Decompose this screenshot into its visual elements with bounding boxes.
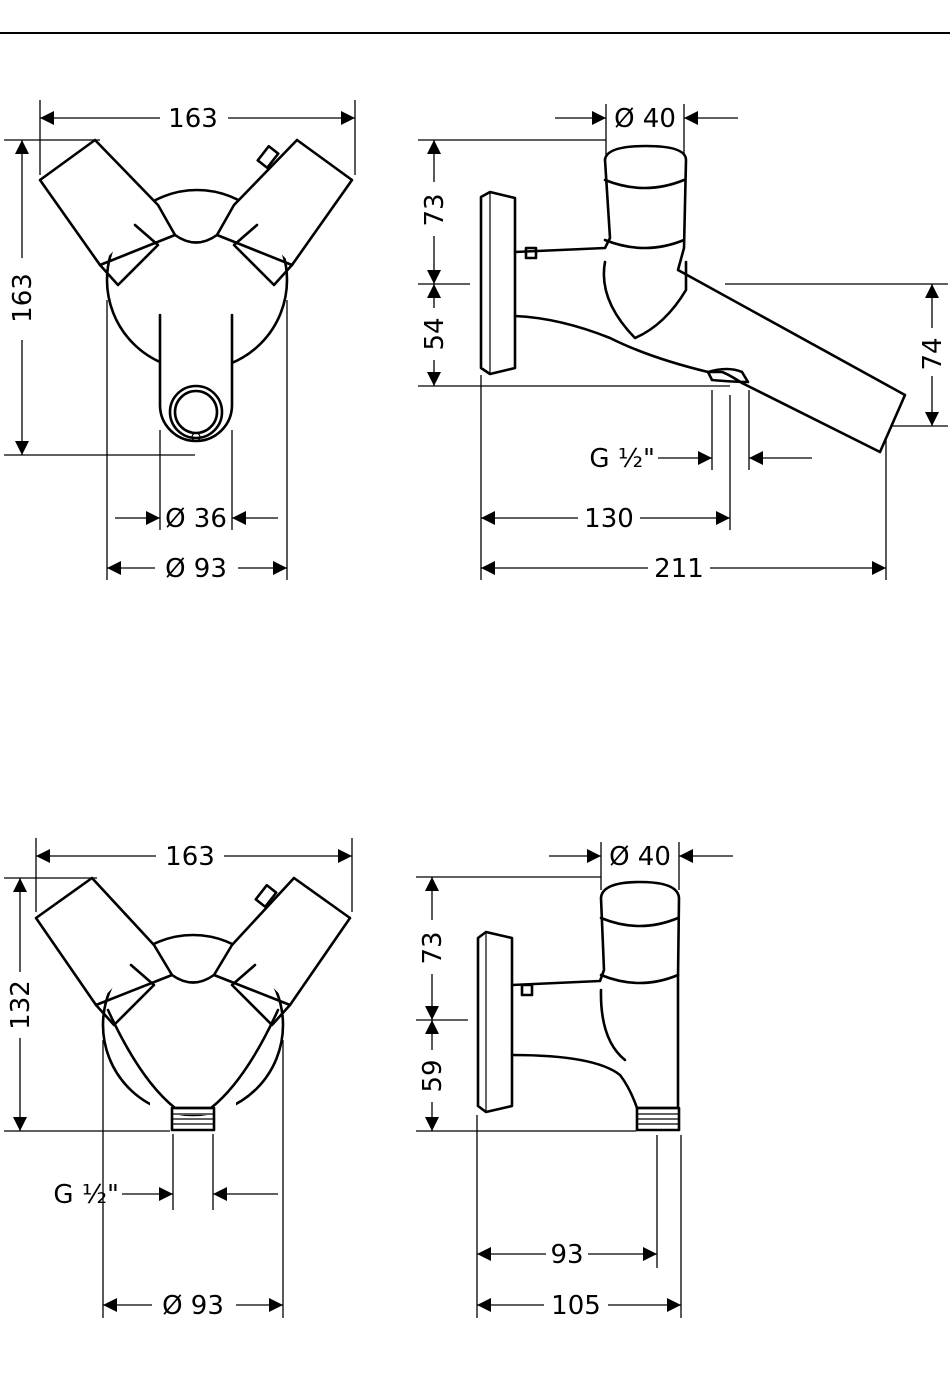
dim-projection-105: 105 <box>477 1291 681 1321</box>
dim-spout-drop-74: 74 <box>918 284 948 426</box>
dim-width-163-bottom: 163 <box>36 842 352 872</box>
label-height-lower-54: 54 <box>420 317 450 350</box>
label-projection-211: 211 <box>654 554 704 584</box>
dim-height-163: 163 <box>8 140 38 455</box>
label-thread-bottom: G ½" <box>53 1180 119 1210</box>
bottom-front-outline <box>36 878 350 1130</box>
top-side-extension-lines <box>418 104 948 580</box>
dim-projection-130: 130 <box>481 504 730 534</box>
dim-height-lower-54: 54 <box>420 284 450 386</box>
bottom-side-view: Ø 40 73 59 93 105 <box>416 842 733 1321</box>
label-projection-105: 105 <box>551 1291 601 1321</box>
top-front-view: 163 163 Ø 36 Ø 93 <box>4 100 355 584</box>
label-width-163-bottom: 163 <box>165 842 215 872</box>
label-width-163: 163 <box>168 104 218 134</box>
dim-projection-93: 93 <box>477 1240 657 1270</box>
top-side-view: Ø 40 73 54 74 G ½" 130 <box>418 104 948 584</box>
bottom-side-outline <box>478 882 679 1130</box>
dim-width-163: 163 <box>40 104 355 134</box>
dim-rosette-diameter-93-bottom: Ø 93 <box>103 1291 283 1321</box>
top-side-outline <box>481 146 905 452</box>
label-height-upper-73-bottom: 73 <box>418 931 448 964</box>
label-rosette-diameter-93-bottom: Ø 93 <box>162 1291 224 1321</box>
dim-rosette-diameter-93: Ø 93 <box>107 554 287 584</box>
label-handle-diameter-40-bottom: Ø 40 <box>609 842 671 872</box>
label-height-upper-73: 73 <box>420 193 450 226</box>
top-front-outline <box>40 140 352 441</box>
dim-thread-top: G ½" <box>589 444 812 474</box>
dim-height-132: 132 <box>6 878 36 1131</box>
label-projection-93: 93 <box>550 1240 583 1270</box>
label-handle-diameter-40: Ø 40 <box>614 104 676 134</box>
dim-height-upper-73: 73 <box>420 140 450 284</box>
bottom-front-view: 163 132 G ½" Ø 93 <box>4 838 352 1321</box>
dim-projection-211: 211 <box>481 554 886 584</box>
label-spout-drop-74: 74 <box>918 337 948 370</box>
dim-handle-diameter-40: Ø 40 <box>555 104 738 134</box>
label-spout-diameter-36: Ø 36 <box>165 504 227 534</box>
label-projection-130: 130 <box>584 504 634 534</box>
dim-height-upper-73-bottom: 73 <box>418 877 448 1020</box>
dim-height-lower-59: 59 <box>418 1020 448 1131</box>
label-height-lower-59: 59 <box>418 1059 448 1092</box>
dim-handle-diameter-40-bottom: Ø 40 <box>549 842 733 872</box>
dim-spout-diameter-36: Ø 36 <box>115 504 278 534</box>
label-height-163: 163 <box>8 273 38 323</box>
label-thread-top: G ½" <box>589 444 655 474</box>
label-height-132: 132 <box>6 980 36 1030</box>
dim-thread-bottom: G ½" <box>53 1180 278 1210</box>
label-rosette-diameter-93: Ø 93 <box>165 554 227 584</box>
bottom-side-extension-lines <box>416 842 681 1318</box>
